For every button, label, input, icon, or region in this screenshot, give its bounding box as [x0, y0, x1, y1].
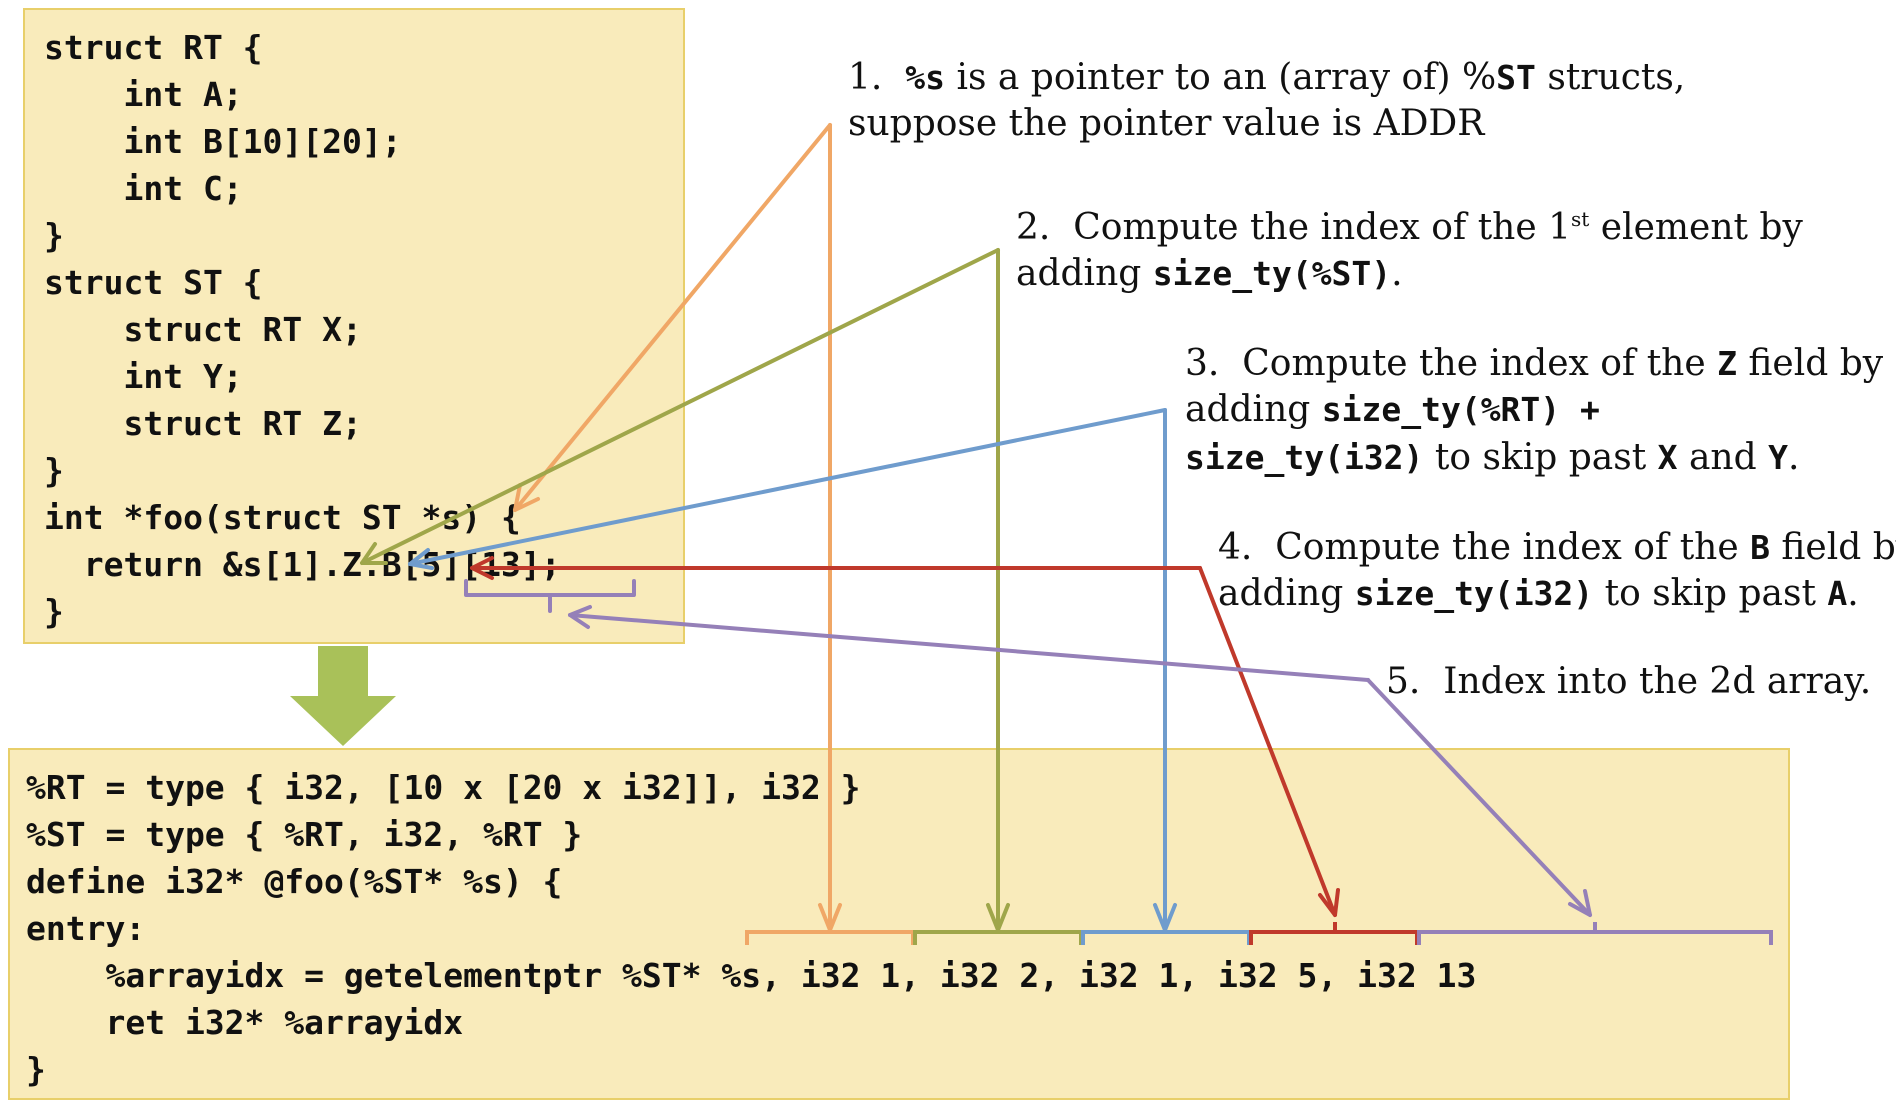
source-line: struct RT Z; — [44, 404, 362, 443]
annotation-4: 4. Compute the index of the B field by — [1218, 527, 1896, 568]
source-line: int A; — [44, 75, 243, 114]
annotation-3: 3. Compute the index of the Z field by — [1185, 343, 1884, 384]
annotation-3-line-2: adding size_ty(%RT) + — [1185, 389, 1600, 430]
ir-line: } — [26, 1050, 46, 1089]
source-line: struct RT X; — [44, 310, 362, 349]
step-5-connector — [464, 579, 1592, 917]
operand-bracket-2 — [913, 922, 1083, 945]
annotation-1: 1. %s is a pointer to an (array of) %ST … — [848, 57, 1686, 98]
ir-line: %RT = type { i32, [10 x [20 x i32]], i32… — [26, 768, 861, 807]
annotation-2-line-2: adding size_ty(%ST). — [1016, 253, 1403, 294]
annotation-1-line-2: suppose the pointer value is ADDR — [848, 103, 1485, 144]
source-line: struct RT { — [44, 28, 263, 67]
step-2-connector — [360, 248, 1010, 932]
ir-line: %ST = type { %RT, i32, %RT } — [26, 815, 583, 854]
annotation-3-line-3: size_ty(i32) to skip past X and Y. — [1185, 437, 1800, 478]
annotation-4-line-2: adding size_ty(i32) to skip past A. — [1218, 573, 1859, 614]
ir-code-box — [8, 748, 1790, 1100]
source-code-box — [23, 8, 685, 644]
source-line: int *foo(struct ST *s) { — [44, 498, 521, 537]
ir-line: entry: — [26, 909, 146, 948]
source-line: } — [44, 592, 64, 631]
step-4-connector — [470, 556, 1340, 917]
ir-line: define i32* @foo(%ST* %s) { — [26, 862, 563, 901]
source-line: return &s[1].Z.B[5][13]; — [44, 545, 561, 584]
source-line: } — [44, 451, 64, 490]
step-3-connector — [408, 408, 1177, 932]
source-line: struct ST { — [44, 263, 263, 302]
operand-bracket-5 — [1417, 922, 1773, 945]
source-line: int C; — [44, 169, 243, 208]
operand-bracket-1 — [745, 922, 915, 945]
ir-line: ret i32* %arrayidx — [26, 1003, 464, 1042]
annotation-5: 5. Index into the 2d array. — [1386, 661, 1872, 702]
operand-bracket-4 — [1249, 922, 1419, 945]
source-line: } — [44, 216, 64, 255]
source-line: int B[10][20]; — [44, 122, 402, 161]
step-1-connector — [513, 123, 842, 932]
source-line: int Y; — [44, 357, 243, 396]
operand-bracket-3 — [1081, 922, 1251, 945]
annotation-2: 2. Compute the index of the 1st element … — [1016, 207, 1803, 248]
ir-line: %arrayidx = getelementptr %ST* %s, i32 1… — [26, 956, 1477, 995]
down-arrow-icon — [290, 646, 396, 746]
